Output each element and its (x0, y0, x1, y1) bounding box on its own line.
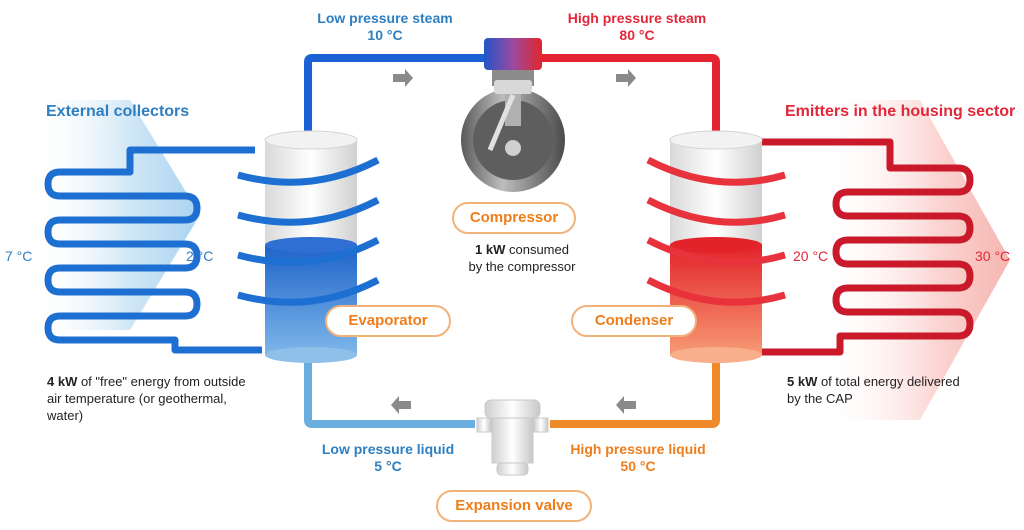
external-collector-coil (44, 146, 262, 354)
arrow-left-icon (616, 396, 636, 414)
emitters-title: Emitters in the housing sector (785, 103, 1016, 120)
warm-flow-arrow (820, 100, 1010, 420)
evaporator-tank (237, 130, 380, 363)
cold-flow-arrow (30, 100, 200, 330)
total-energy-text2: by the CAP (787, 391, 853, 406)
low-liquid-title: Low pressure liquid (321, 441, 455, 457)
compressor-label: Compressor (452, 202, 576, 234)
high-liquid-label: High pressure liquid 50 °C (553, 441, 723, 475)
total-energy-value: 5 kW (787, 374, 818, 389)
low-steam-temp: 10 °C (367, 27, 403, 43)
free-energy-text3: water) (47, 408, 84, 423)
flow-direction-arrows (391, 69, 636, 414)
high-steam-temp: 80 °C (619, 27, 655, 43)
high-liquid-temp: 50 °C (620, 458, 656, 474)
temp-7-label: 7 °C (5, 248, 33, 264)
expansion-valve-label: Expansion valve (436, 490, 592, 522)
free-energy-value: 4 kW (47, 374, 78, 389)
compressor-note-text2: by the compressor (468, 259, 576, 274)
evaporator-label: Evaporator (325, 305, 451, 337)
high-liquid-title: High pressure liquid (570, 441, 706, 457)
emitter-coil (760, 138, 974, 356)
expansion-valve-unit (476, 399, 549, 476)
compressor-unit (461, 38, 565, 192)
high-liquid-pipe (550, 360, 720, 428)
condenser-label: Condenser (571, 305, 697, 337)
external-collectors-title: External collectors (46, 103, 190, 120)
low-liquid-label: Low pressure liquid 5 °C (303, 441, 473, 475)
arrow-right-icon (393, 69, 413, 87)
high-steam-label: High pressure steam 80 °C (552, 10, 722, 44)
high-steam-title: High pressure steam (567, 10, 707, 26)
temp-30-label: 30 °C (975, 248, 1011, 264)
free-energy-text1: of "free" energy from outside (77, 374, 246, 389)
arrow-right-icon (616, 69, 636, 87)
temp-20-label: 20 °C (793, 248, 829, 264)
high-steam-pipe (540, 54, 720, 140)
low-steam-label: Low pressure steam 10 °C (300, 10, 470, 44)
compressor-note-text1: consumed (505, 242, 569, 257)
compressor-note: 1 kW consumed by the compressor (447, 241, 597, 275)
low-steam-title: Low pressure steam (317, 10, 453, 26)
low-liquid-temp: 5 °C (374, 458, 402, 474)
total-energy-text1: of total energy delivered (817, 374, 960, 389)
temp-2-label: 2 °C (186, 248, 214, 264)
total-energy-note: 5 kW of total energy delivered by the CA… (787, 373, 1007, 407)
low-liquid-pipe (304, 360, 475, 428)
arrow-left-icon (391, 396, 411, 414)
free-energy-text2: air temperature (or geothermal, (47, 391, 227, 406)
free-energy-note: 4 kW of "free" energy from outside air t… (47, 373, 287, 424)
low-steam-pipe (304, 54, 485, 135)
compressor-note-value: 1 kW (475, 242, 506, 257)
